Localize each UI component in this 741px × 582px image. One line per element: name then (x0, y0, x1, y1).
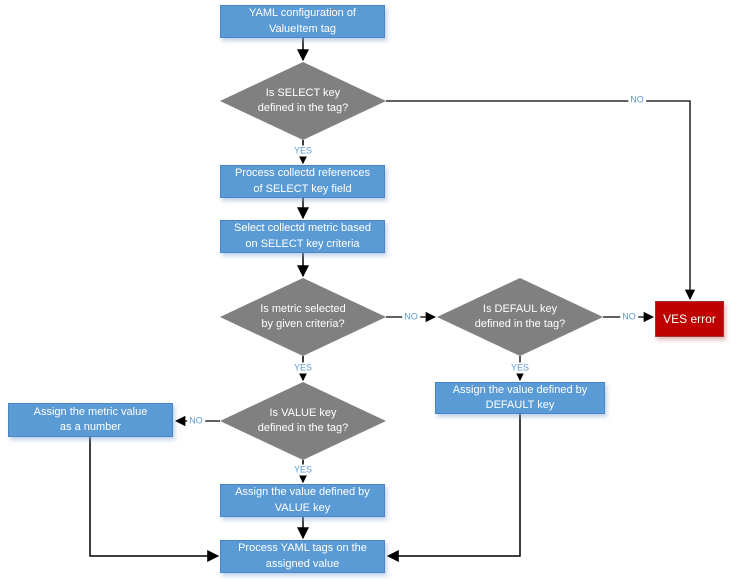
edge-label-value-yes: YES (291, 464, 315, 476)
node-decision-value-key: Is VALUE key defined in the tag? (220, 382, 386, 460)
edge-label-metric-no: NO (402, 311, 420, 323)
node-decision-metric-selected: Is metric selected by given criteria? (220, 278, 386, 356)
node-assign-metric-value: Assign the metric value as a number (8, 403, 173, 437)
edge-label-select-yes: YES (291, 145, 315, 157)
node-start-yaml-configuration: YAML configuration of ValueItem tag (220, 5, 385, 38)
edge-label-value-no: NO (187, 415, 205, 427)
connector-assignmetric-to-processyaml (89, 437, 220, 562)
node-decision-select-key: Is SELECT key defined in the tag? (220, 62, 386, 140)
edge-label-default-yes: YES (508, 362, 532, 374)
node-process-yaml-tags: Process YAML tags on the assigned value (220, 540, 385, 573)
edge-label-select-no: NO (628, 94, 646, 106)
node-select-collectd-metric: Select collectd metric based on SELECT k… (220, 220, 385, 253)
node-assign-value-key-value: Assign the value defined by VALUE key (220, 484, 385, 517)
node-assign-default-key-value: Assign the value defined by DEFAULT key (435, 382, 605, 414)
node-decision-default-key: Is DEFAUL key defined in the tag? (437, 278, 603, 356)
connector-assigndefault-to-processyaml (386, 414, 521, 562)
edge-label-default-no: NO (620, 311, 638, 323)
connector-select-no-to-ves (386, 100, 696, 301)
edge-label-metric-yes: YES (291, 362, 315, 374)
node-ves-error: VES error (655, 301, 724, 337)
node-process-collectd-references: Process collectd references of SELECT ke… (220, 165, 385, 198)
